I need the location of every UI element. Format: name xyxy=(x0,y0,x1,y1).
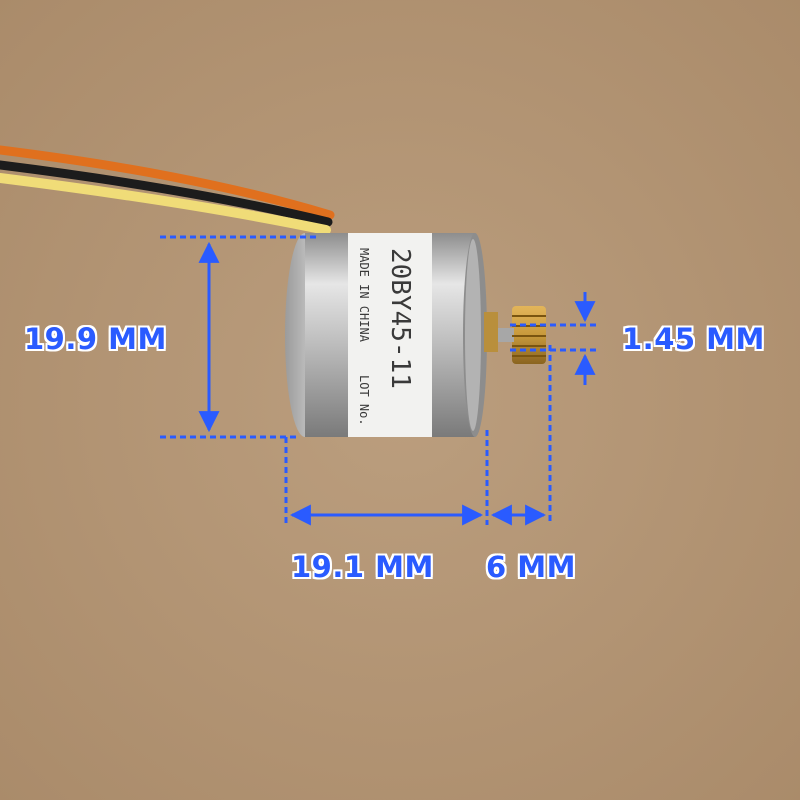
lot-text: LOT No. xyxy=(357,375,371,426)
motor-wires xyxy=(0,145,335,235)
dimension-lines xyxy=(160,235,600,526)
body-length-dimension-label: 19.1 MM xyxy=(291,550,434,584)
motor-label xyxy=(348,233,432,437)
shaft-length-dimension-label: 6 MM xyxy=(486,550,576,584)
height-dimension-label: 19.9 MM xyxy=(24,322,167,356)
motor-model-text: 20BY45-11 xyxy=(385,248,415,389)
made-in-text: MADE IN CHINA xyxy=(357,248,371,343)
gear-offset-dimension-label: 1.45 MM xyxy=(622,322,765,356)
